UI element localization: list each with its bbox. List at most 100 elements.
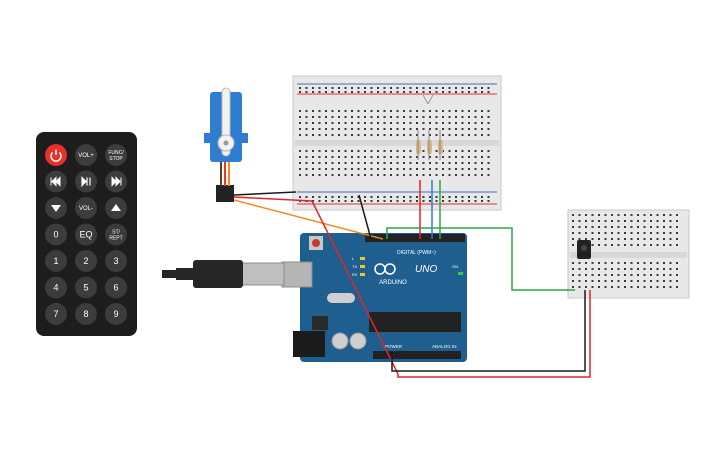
wire-ir-signal[interactable]: [386, 227, 575, 291]
remote-button-label: REPT: [109, 236, 122, 242]
breadboard-hole: [364, 91, 366, 93]
remote-button-vol-minus[interactable]: VOL-: [75, 197, 97, 219]
breadboard-hole: [331, 200, 334, 202]
breadboard-hole: [370, 110, 373, 112]
reset-button[interactable]: [312, 239, 320, 247]
wire-servo-signal[interactable]: [233, 199, 384, 240]
breadboard-hole: [299, 150, 301, 152]
breadboard-hole: [578, 232, 581, 234]
remote-button-one[interactable]: 1: [45, 250, 67, 272]
remote-button-eq[interactable]: EQ: [75, 223, 97, 246]
breadboard-hole: [656, 274, 659, 276]
breadboard-hole: [591, 280, 594, 282]
breadboard-hole: [312, 174, 314, 176]
breadboard-hole: [364, 196, 366, 198]
main-breadboard[interactable]: [292, 75, 502, 211]
wire-5v[interactable]: [311, 200, 399, 375]
breadboard-hole: [390, 128, 392, 130]
breadboard-hole: [676, 220, 678, 222]
remote-button-two[interactable]: 2: [75, 250, 97, 272]
wire-servo-gnd[interactable]: [233, 191, 297, 196]
breadboard-hole: [344, 168, 347, 170]
remote-button-zero[interactable]: 0: [45, 223, 67, 246]
wire-ir-gnd[interactable]: [391, 290, 586, 372]
breadboard-hole: [390, 91, 392, 93]
breadboard-hole: [422, 168, 425, 170]
remote-button-four[interactable]: 4: [45, 276, 67, 299]
breadboard-hole: [325, 150, 327, 152]
remote-button-power[interactable]: [45, 144, 67, 166]
breadboard-hole: [390, 150, 392, 152]
breadboard-hole: [357, 168, 360, 170]
remote-button-six[interactable]: 6: [105, 276, 127, 299]
breadboard-hole: [377, 134, 379, 136]
breadboard-hole: [318, 122, 321, 124]
breadboard-hole: [364, 87, 366, 89]
breadboard-hole: [442, 134, 444, 136]
breadboard-hole: [403, 134, 405, 136]
remote-button-st-rept[interactable]: ST/REPT: [105, 223, 127, 246]
breadboard-hole: [409, 116, 412, 118]
remote-button-next[interactable]: [105, 170, 127, 193]
remote-button-three[interactable]: 3: [105, 250, 127, 272]
remote-button-face: [45, 276, 67, 299]
breadboard-hole: [617, 226, 620, 228]
remote-button-face: [75, 303, 97, 325]
breadboard-hole: [598, 226, 600, 228]
play-pause-icon: [81, 176, 91, 187]
breadboard-hole: [422, 150, 425, 152]
small-breadboard[interactable]: [567, 209, 690, 299]
breadboard-hole: [487, 168, 490, 170]
breadboard-hole: [630, 262, 633, 264]
remote-button-five[interactable]: 5: [75, 276, 97, 299]
breadboard-hole: [624, 280, 626, 282]
breadboard-hole: [676, 280, 678, 282]
remote-button-nine[interactable]: 9: [105, 303, 127, 325]
remote-button-down[interactable]: [45, 197, 67, 219]
breadboard-hole: [637, 220, 639, 222]
breadboard-hole: [487, 91, 490, 93]
breadboard-hole: [357, 134, 360, 136]
breadboard-hole: [325, 134, 327, 136]
breadboard-hole: [611, 286, 613, 288]
breadboard-hole: [318, 156, 321, 158]
remote-button-eight[interactable]: 8: [75, 303, 97, 325]
breadboard-hole: [669, 220, 672, 222]
breadboard-hole: [351, 150, 353, 152]
breadboard-hole: [331, 128, 334, 130]
breadboard-hole: [318, 110, 321, 112]
breadboard-hole: [331, 87, 334, 89]
breadboard-hole: [611, 244, 613, 246]
breadboard-hole: [578, 268, 581, 270]
breadboard-hole: [474, 168, 477, 170]
wire-bb-gnd[interactable]: [358, 194, 372, 240]
breadboard-hole: [468, 122, 470, 124]
remote-button-play-pause[interactable]: [75, 170, 97, 193]
breadboard-hole: [598, 274, 600, 276]
breadboard-hole: [370, 91, 373, 93]
breadboard-hole: [468, 162, 470, 164]
breadboard-hole: [325, 128, 327, 130]
breadboard-hole: [325, 87, 327, 89]
breadboard-hole: [383, 87, 386, 89]
breadboard-hole: [325, 168, 327, 170]
breadboard-hole: [448, 91, 451, 93]
breadboard-hole: [663, 220, 665, 222]
remote-button-vol-plus[interactable]: VOL+: [75, 144, 97, 166]
remote-button-seven[interactable]: 7: [45, 303, 67, 325]
breadboard-hole: [656, 244, 659, 246]
remote-button-func-stop[interactable]: FUNC/STOP: [105, 144, 127, 166]
servo-motor[interactable]: [204, 87, 248, 202]
wire-servo-vcc[interactable]: [233, 196, 313, 202]
remote-button-up[interactable]: [105, 197, 127, 219]
remote-button-prev[interactable]: [45, 170, 67, 193]
wire-ir-vcc[interactable]: [397, 290, 591, 378]
arduino-uno-board[interactable]: ARDUINO UNO DIGITAL (PWM~) POWER ANALOG …: [281, 233, 467, 362]
breadboard-hole: [364, 128, 366, 130]
breadboard-hole: [435, 116, 438, 118]
breadboard-hole: [578, 286, 581, 288]
breadboard-hole: [422, 162, 425, 164]
breadboard-hole: [591, 268, 594, 270]
breadboard-hole: [663, 262, 665, 264]
